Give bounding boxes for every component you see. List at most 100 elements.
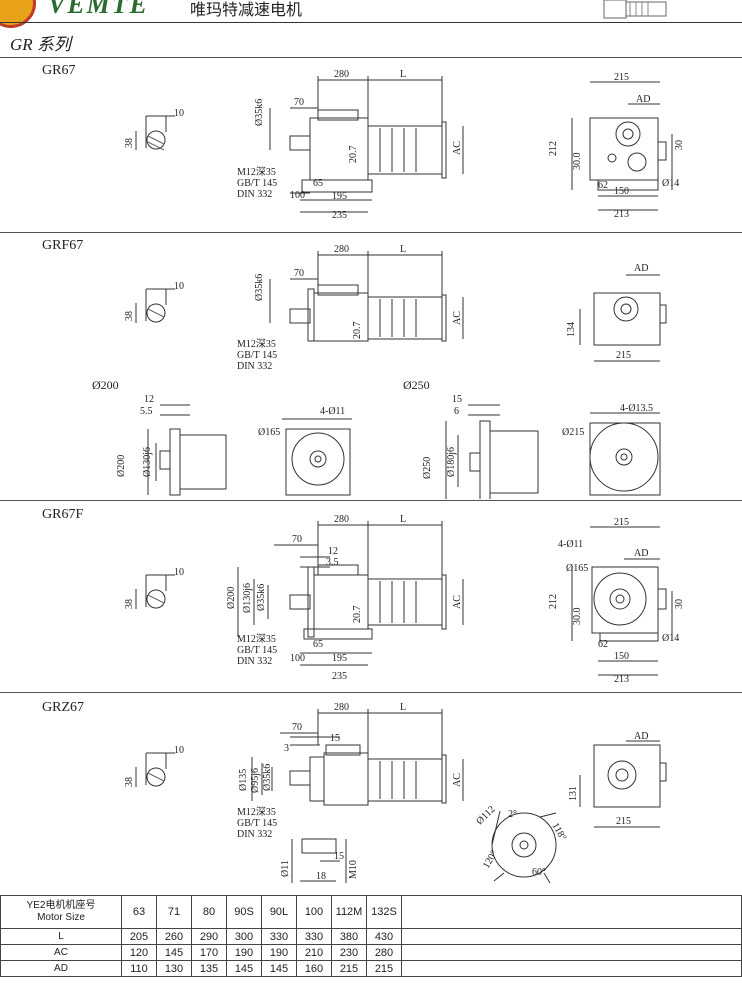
grz67-drawing: 10 38 280 L 70 15 3 Ø135 Ø95j6 Ø35k6 M12… (124, 702, 667, 884)
svg-text:Ø165: Ø165 (258, 427, 280, 438)
gr67f-drawing: 10 38 280 L 70 12 3.5 Ø200 Ø130j6 Ø35k6 … (124, 514, 685, 685)
svg-text:100: 100 (290, 190, 305, 201)
table-cell: 145 (156, 944, 192, 961)
table-cell: 190 (226, 944, 262, 961)
svg-text:235: 235 (332, 210, 347, 221)
svg-text:12: 12 (328, 546, 338, 557)
svg-text:Ø14: Ø14 (662, 633, 679, 644)
table-cell (401, 928, 742, 945)
motor-size-table: YE2电机机座号 Motor Size 63 71 80 90S 90L 100… (0, 895, 742, 977)
table-cell: 110 (121, 960, 157, 977)
svg-text:Ø14: Ø14 (662, 178, 679, 189)
svg-text:Ø35k6: Ø35k6 (254, 274, 265, 301)
svg-text:280: 280 (334, 244, 349, 255)
svg-text:70: 70 (292, 722, 302, 733)
svg-text:10: 10 (174, 108, 184, 119)
svg-text:GB/T 145: GB/T 145 (237, 645, 277, 656)
table-cell: 215 (366, 960, 402, 977)
table-cell: 71 (156, 895, 192, 929)
svg-text:213: 213 (614, 209, 629, 220)
svg-text:M12深35: M12深35 (237, 166, 276, 178)
svg-text:AC: AC (452, 311, 463, 325)
svg-text:15: 15 (452, 394, 462, 405)
svg-text:Ø11: Ø11 (280, 860, 291, 877)
svg-text:Ø112: Ø112 (474, 804, 497, 827)
svg-text:Ø200: Ø200 (116, 455, 127, 477)
table-cell: 90L (261, 895, 297, 929)
svg-text:195: 195 (332, 191, 347, 202)
svg-text:215: 215 (616, 350, 631, 361)
svg-text:GB/T 145: GB/T 145 (237, 350, 277, 361)
svg-text:Ø200: Ø200 (92, 378, 119, 392)
svg-text:L: L (400, 514, 406, 525)
table-cell (401, 960, 742, 977)
svg-text:M12深35: M12深35 (237, 806, 276, 818)
svg-text:3: 3 (284, 743, 289, 754)
svg-text:4-Ø11: 4-Ø11 (558, 539, 583, 550)
svg-text:70: 70 (292, 534, 302, 545)
table-cell: 290 (191, 928, 227, 945)
svg-text:L: L (400, 702, 406, 713)
table-header-cell: YE2电机机座号 Motor Size (0, 895, 122, 929)
model-label-grz67: GRZ67 (42, 700, 84, 715)
svg-text:4-Ø13.5: 4-Ø13.5 (620, 403, 653, 414)
svg-text:20.7: 20.7 (348, 146, 359, 164)
model-label-gr67f: GR67F (42, 507, 84, 522)
svg-text:60°: 60° (532, 867, 546, 878)
model-label-grf67: GRF67 (42, 238, 84, 253)
svg-text:DIN 332: DIN 332 (237, 829, 272, 840)
svg-text:20.7: 20.7 (352, 322, 363, 340)
svg-text:L: L (400, 244, 406, 255)
header-divider (0, 22, 742, 23)
table-cell: 80 (191, 895, 227, 929)
svg-text:15: 15 (330, 733, 340, 744)
table-cell: 330 (296, 928, 332, 945)
table-cell: 230 (331, 944, 367, 961)
table-row-label: AD (0, 960, 122, 977)
table-cell (401, 944, 742, 961)
svg-text:12: 12 (144, 394, 154, 405)
table-row-label: AC (0, 944, 122, 961)
svg-text:5.5: 5.5 (140, 406, 153, 417)
svg-text:3.5: 3.5 (326, 557, 339, 568)
svg-text:Ø135: Ø135 (238, 769, 249, 791)
svg-text:Ø200: Ø200 (226, 587, 237, 609)
table-row-label: L (0, 928, 122, 945)
table-cell: 90S (226, 895, 262, 929)
svg-text:215: 215 (616, 816, 631, 827)
section-divider (0, 500, 742, 501)
table-cell: 120 (121, 944, 157, 961)
svg-text:150: 150 (614, 651, 629, 662)
svg-text:280: 280 (334, 702, 349, 713)
table-cell: 260 (156, 928, 192, 945)
svg-text:DIN 332: DIN 332 (237, 361, 272, 372)
grf67-drawing: 10 38 280 L 70 Ø35k6 20.7 M12深35 GB/T 14… (92, 244, 667, 499)
svg-text:18: 18 (316, 871, 326, 882)
svg-text:15: 15 (334, 851, 344, 862)
table-row: AD 110 130 135 145 145 160 215 215 (0, 960, 742, 977)
table-cell: 215 (331, 960, 367, 977)
page-header: VEMTE 唯玛特减速电机 (0, 0, 742, 28)
svg-text:Ø250: Ø250 (403, 378, 430, 392)
table-cell: 190 (261, 944, 297, 961)
svg-text:10: 10 (174, 567, 184, 578)
svg-text:120°: 120° (481, 849, 500, 871)
section-divider (0, 232, 742, 233)
svg-text:30.0: 30.0 (572, 153, 583, 171)
section-divider (0, 692, 742, 693)
svg-text:134: 134 (566, 322, 577, 337)
svg-text:AD: AD (634, 548, 648, 559)
table-cell: 145 (226, 960, 262, 977)
table-row: AC 120 145 170 190 190 210 230 280 (0, 944, 742, 961)
svg-text:70: 70 (294, 97, 304, 108)
svg-text:65: 65 (313, 178, 323, 189)
table-row: L 205 260 290 300 330 330 380 430 (0, 928, 742, 945)
svg-text:38: 38 (124, 599, 135, 609)
brand-name: VEMTE (48, 0, 150, 19)
svg-text:AC: AC (452, 595, 463, 609)
svg-text:118°: 118° (549, 821, 568, 843)
gearmotor-thumbnail (603, 0, 667, 19)
svg-text:Ø180j6: Ø180j6 (446, 447, 457, 477)
svg-text:Ø35k6: Ø35k6 (254, 99, 265, 126)
company-name: 唯玛特减速电机 (190, 0, 303, 19)
